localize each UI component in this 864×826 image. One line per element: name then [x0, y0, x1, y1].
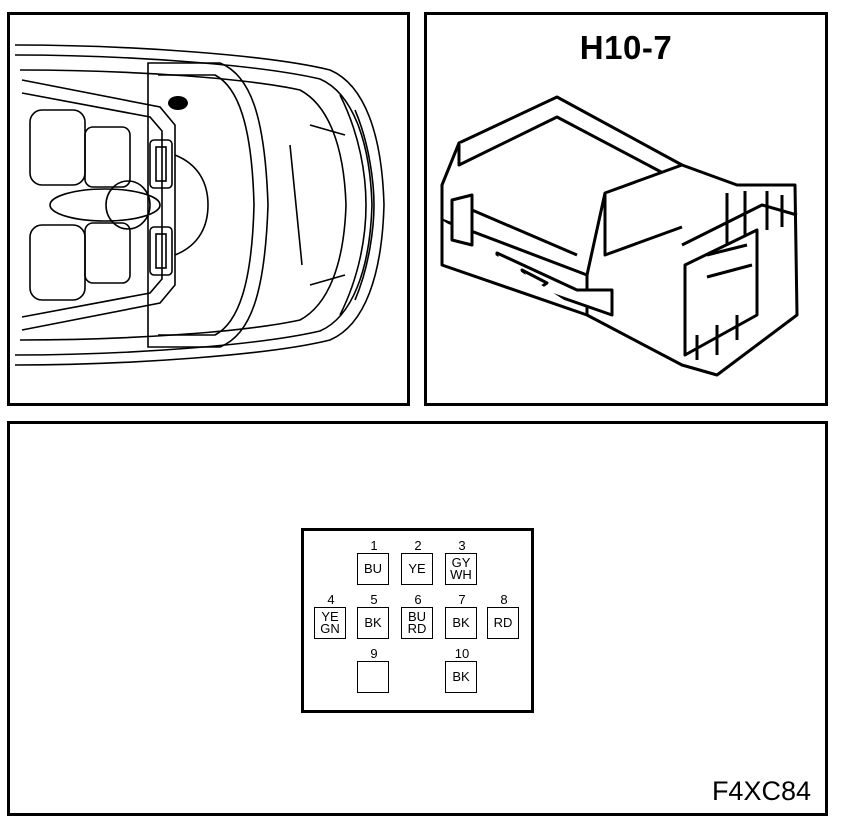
pin-8: 8 RD	[487, 593, 521, 639]
wire-color: RD	[493, 615, 513, 630]
pin-9: 9	[357, 647, 391, 693]
wire-color: BK	[364, 615, 382, 630]
pin-number: 8	[500, 592, 508, 607]
pin-cavity: GY WH	[445, 553, 477, 585]
wire-color: BK	[452, 669, 470, 684]
pin-cavity: BU	[357, 553, 389, 585]
location-view-panel	[7, 12, 410, 406]
pinout-panel: 1 BU 2 YE 3 GY WH 4 YE GN 5	[7, 421, 828, 816]
pin-cavity: YE	[401, 553, 433, 585]
pin-7: 7 BK	[445, 593, 479, 639]
wire-color: BU	[407, 609, 427, 624]
pin-cavity: BK	[357, 607, 389, 639]
pin-number: 10	[454, 646, 470, 661]
pin-number: 1	[370, 538, 378, 553]
wire-color: YE	[321, 609, 339, 624]
figure-code: F4XC84	[711, 776, 811, 806]
pin-number: 4	[327, 592, 335, 607]
pin-10: 10 BK	[445, 647, 479, 693]
wire-color: GN	[320, 621, 340, 636]
wire-color: YE	[408, 561, 426, 576]
pin-number: 3	[458, 538, 466, 553]
pin-4: 4 YE GN	[314, 593, 348, 639]
pin-cavity: RD	[487, 607, 519, 639]
pin-number: 5	[370, 592, 378, 607]
pin-5: 5 BK	[357, 593, 391, 639]
pin-cavity: BK	[445, 607, 477, 639]
vehicle-location-drawing	[14, 44, 385, 366]
pin-cavity: YE GN	[314, 607, 346, 639]
pin-cavity	[357, 661, 389, 693]
connector-title: H10-7	[579, 29, 673, 66]
wire-color: WH	[450, 567, 472, 582]
pin-layout: 1 BU 2 YE 3 GY WH 4 YE GN 5	[301, 528, 534, 713]
wire-color: GY	[451, 555, 471, 570]
pin-2: 2 YE	[401, 539, 435, 585]
connector-location-marker	[168, 96, 188, 110]
pin-number: 9	[370, 646, 378, 661]
pin-number: 2	[414, 538, 422, 553]
connector-housing-drawing	[440, 95, 799, 377]
wire-color: BU	[363, 561, 383, 576]
pin-3: 3 GY WH	[445, 539, 479, 585]
wire-color: RD	[407, 621, 427, 636]
connector-view-panel: H10-7	[424, 12, 828, 406]
pin-1: 1 BU	[357, 539, 391, 585]
pin-cavity: BK	[445, 661, 477, 693]
pin-number: 7	[458, 592, 466, 607]
pin-6: 6 BU RD	[401, 593, 435, 639]
pin-cavity: BU RD	[401, 607, 433, 639]
wire-color: BK	[452, 615, 470, 630]
pin-number: 6	[414, 592, 422, 607]
